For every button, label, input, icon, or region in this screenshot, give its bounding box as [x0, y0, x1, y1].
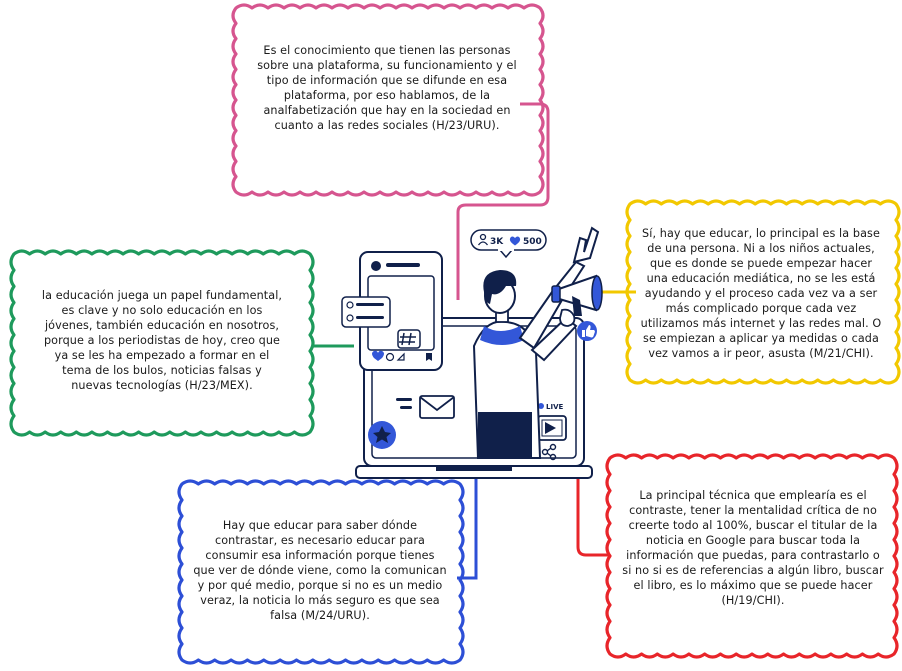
star-icon — [368, 421, 396, 449]
mail-icon — [419, 395, 455, 419]
live-label: LIVE — [546, 403, 563, 411]
bubble-bottom-left — [177, 479, 465, 665]
heart-icon — [372, 350, 384, 361]
central-illustration: 3K 500 LIVE — [341, 226, 603, 479]
thumbs-up-icon — [577, 321, 597, 341]
quote-left: la educación juega un papel fundamental,… — [41, 289, 283, 392]
person-figure — [472, 226, 600, 459]
quote-bottom-left: Hay que educar para saber dónde contrast… — [193, 519, 447, 622]
bubble-left — [9, 249, 315, 437]
megaphone-icon — [551, 274, 603, 316]
connector-top — [456, 102, 550, 300]
quote-bottom-right: La principal técnica que emplearía es el… — [622, 489, 884, 607]
user-icon — [477, 233, 489, 246]
connector-bottom-left — [457, 465, 478, 580]
followers-count: 3K — [490, 237, 504, 247]
hashtag-icon — [397, 329, 421, 349]
bubble-top — [231, 3, 545, 197]
quote-top: Es el conocimiento que tienen las person… — [257, 44, 517, 132]
likes-heart-icon — [509, 236, 521, 246]
bubble-bottom-right — [605, 453, 899, 659]
bubble-right — [625, 199, 901, 385]
likes-count: 500 — [523, 237, 542, 247]
share-icon — [541, 443, 557, 461]
quote-right: Sí, hay que educar, lo principal es la b… — [640, 227, 882, 360]
video-icon — [537, 415, 567, 441]
